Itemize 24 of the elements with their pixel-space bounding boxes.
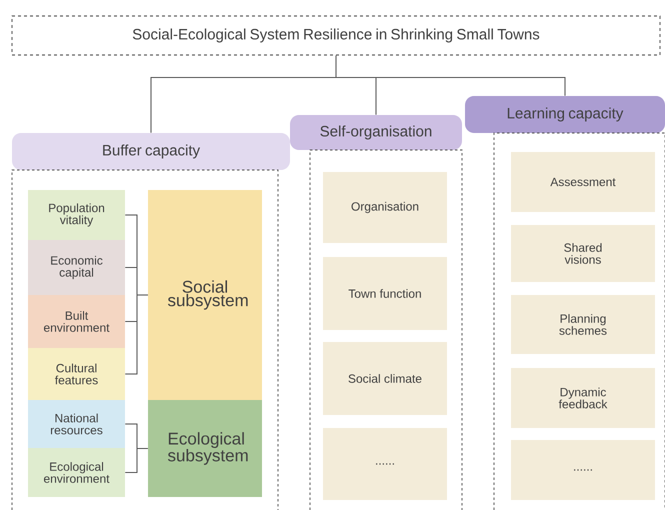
factor-box: Shared visions xyxy=(511,225,655,282)
factor-box: Assessment xyxy=(511,152,655,212)
subsystem-box: Social subsystem xyxy=(148,190,262,400)
factor-box: Ecological environment xyxy=(28,448,125,497)
tab-label: Learning capacity xyxy=(465,96,665,133)
factor-box: Economic capital xyxy=(28,240,125,295)
connector-line xyxy=(336,54,566,96)
factor-box: Town function xyxy=(323,257,447,330)
connector-line xyxy=(124,448,148,473)
factor-box: Planning schemes xyxy=(511,295,655,354)
factor-box: Built environment xyxy=(28,295,125,348)
connector-line xyxy=(124,294,148,374)
factor-box: ...... xyxy=(511,440,655,500)
factor-box: Organisation xyxy=(323,172,447,243)
title-box: Social-Ecological System Resilience in Shrinking Small Towns xyxy=(12,16,660,56)
factor-box: Cultural features xyxy=(28,348,125,400)
subsystem-box: Ecological subsystem xyxy=(148,400,262,497)
factor-box: National resources xyxy=(28,400,125,448)
factor-box: Dynamic feedback xyxy=(511,368,655,428)
tab-label: Self-organisation xyxy=(290,115,462,150)
factor-box: ...... xyxy=(323,428,447,500)
factor-box: Social climate xyxy=(323,342,447,415)
tab-label: Buffer capacity xyxy=(12,133,290,170)
factor-box: Population vitality xyxy=(28,190,125,240)
